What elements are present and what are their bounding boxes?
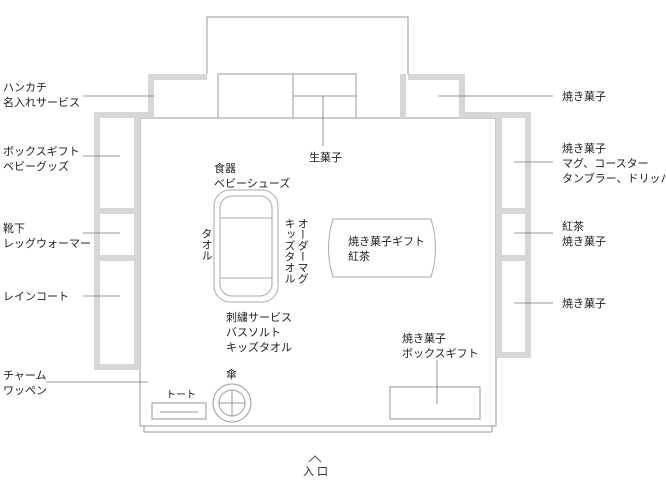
label-right-2: 焼き菓子 マグ、コースター タンブラー、ドリッパー xyxy=(562,142,666,185)
label-right-1: 焼き菓子 xyxy=(562,90,606,103)
box-gift-display xyxy=(389,386,481,420)
label-umbrella: 傘 xyxy=(226,368,237,381)
umbrella-stand xyxy=(212,383,252,423)
rear-fixture xyxy=(217,73,357,119)
wall-shelving xyxy=(94,74,531,370)
label-handkerchief: ハンカチ 名入れサービス xyxy=(3,81,80,109)
label-center-gift: 焼き菓子ギフト 紅茶 xyxy=(348,235,425,263)
label-raincoat: レインコート xyxy=(3,290,69,303)
label-charm: チャーム ワッペン xyxy=(3,369,47,397)
label-socks: 靴下 レッグウォーマー xyxy=(3,222,91,250)
room-outline xyxy=(206,16,409,74)
entrance-label: 入口 xyxy=(303,465,331,478)
label-right-3: 紅茶 焼き菓子 xyxy=(562,220,606,248)
label-namagashi: 生菓子 xyxy=(309,151,342,164)
chevron-up-icon xyxy=(308,455,322,463)
front-facade xyxy=(143,425,493,433)
label-box-gift-left: ボックスギフト ベビーグッズ xyxy=(3,145,80,173)
tote-display xyxy=(151,402,207,420)
center-left-table xyxy=(213,189,279,303)
label-tableware: 食器 ベビーシューズ xyxy=(214,162,291,190)
label-tote: トート xyxy=(166,390,196,401)
leader-lines xyxy=(46,95,553,404)
label-embroidery: 刺繍サービス バスソルト キッズタオル xyxy=(226,311,292,354)
center-gift-table xyxy=(328,218,436,278)
label-right-4: 焼き菓子 xyxy=(562,297,606,310)
label-order-mug: オーダーマグ キッズタオル xyxy=(283,218,309,284)
label-bottom-right-gift: 焼き菓子 ボックスギフト xyxy=(402,332,479,360)
label-towel: タオル xyxy=(200,228,213,261)
